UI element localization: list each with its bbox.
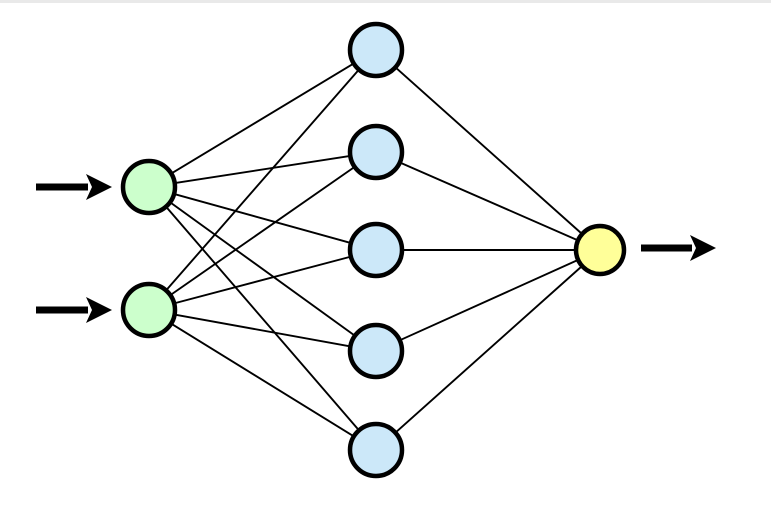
nodes-group xyxy=(120,21,627,479)
edge-input-2-to-hidden-4 xyxy=(172,313,353,348)
edge-input-2-to-hidden-1 xyxy=(164,67,361,293)
edges-group xyxy=(164,61,585,439)
edge-hidden-4-to-output-1 xyxy=(397,258,581,342)
arrows-group xyxy=(36,174,716,323)
hidden-node-4[interactable] xyxy=(347,322,405,380)
input-arrow-1 xyxy=(36,174,112,200)
hidden-node-3[interactable] xyxy=(347,221,405,279)
edge-hidden-2-to-output-1 xyxy=(397,160,581,242)
output-node-1[interactable] xyxy=(573,223,627,277)
edge-input-2-to-hidden-3 xyxy=(171,255,354,305)
edge-input-1-to-hidden-3 xyxy=(171,192,354,245)
input-arrow-1-head xyxy=(86,174,112,200)
edge-input-1-to-hidden-1 xyxy=(169,61,356,176)
edge-input-1-to-hidden-4 xyxy=(167,200,358,338)
edge-input-2-to-hidden-5 xyxy=(168,321,357,439)
top-border-strip xyxy=(0,0,771,3)
input-node-1[interactable] xyxy=(120,158,178,216)
edge-hidden-5-to-output-1 xyxy=(393,264,585,435)
hidden-node-2[interactable] xyxy=(347,123,405,181)
hidden-node-1[interactable] xyxy=(347,21,405,79)
input-node-2[interactable] xyxy=(120,281,178,339)
input-arrow-2-head xyxy=(86,297,112,323)
edge-input-1-to-hidden-2 xyxy=(172,154,353,185)
hidden-node-5[interactable] xyxy=(347,421,405,479)
output-arrow-1 xyxy=(641,235,716,261)
edge-input-1-to-hidden-5 xyxy=(164,204,361,433)
edge-input-2-to-hidden-2 xyxy=(168,165,357,297)
input-arrow-2 xyxy=(36,297,112,323)
edge-hidden-1-to-output-1 xyxy=(393,65,585,236)
output-arrow-1-head xyxy=(690,235,716,261)
